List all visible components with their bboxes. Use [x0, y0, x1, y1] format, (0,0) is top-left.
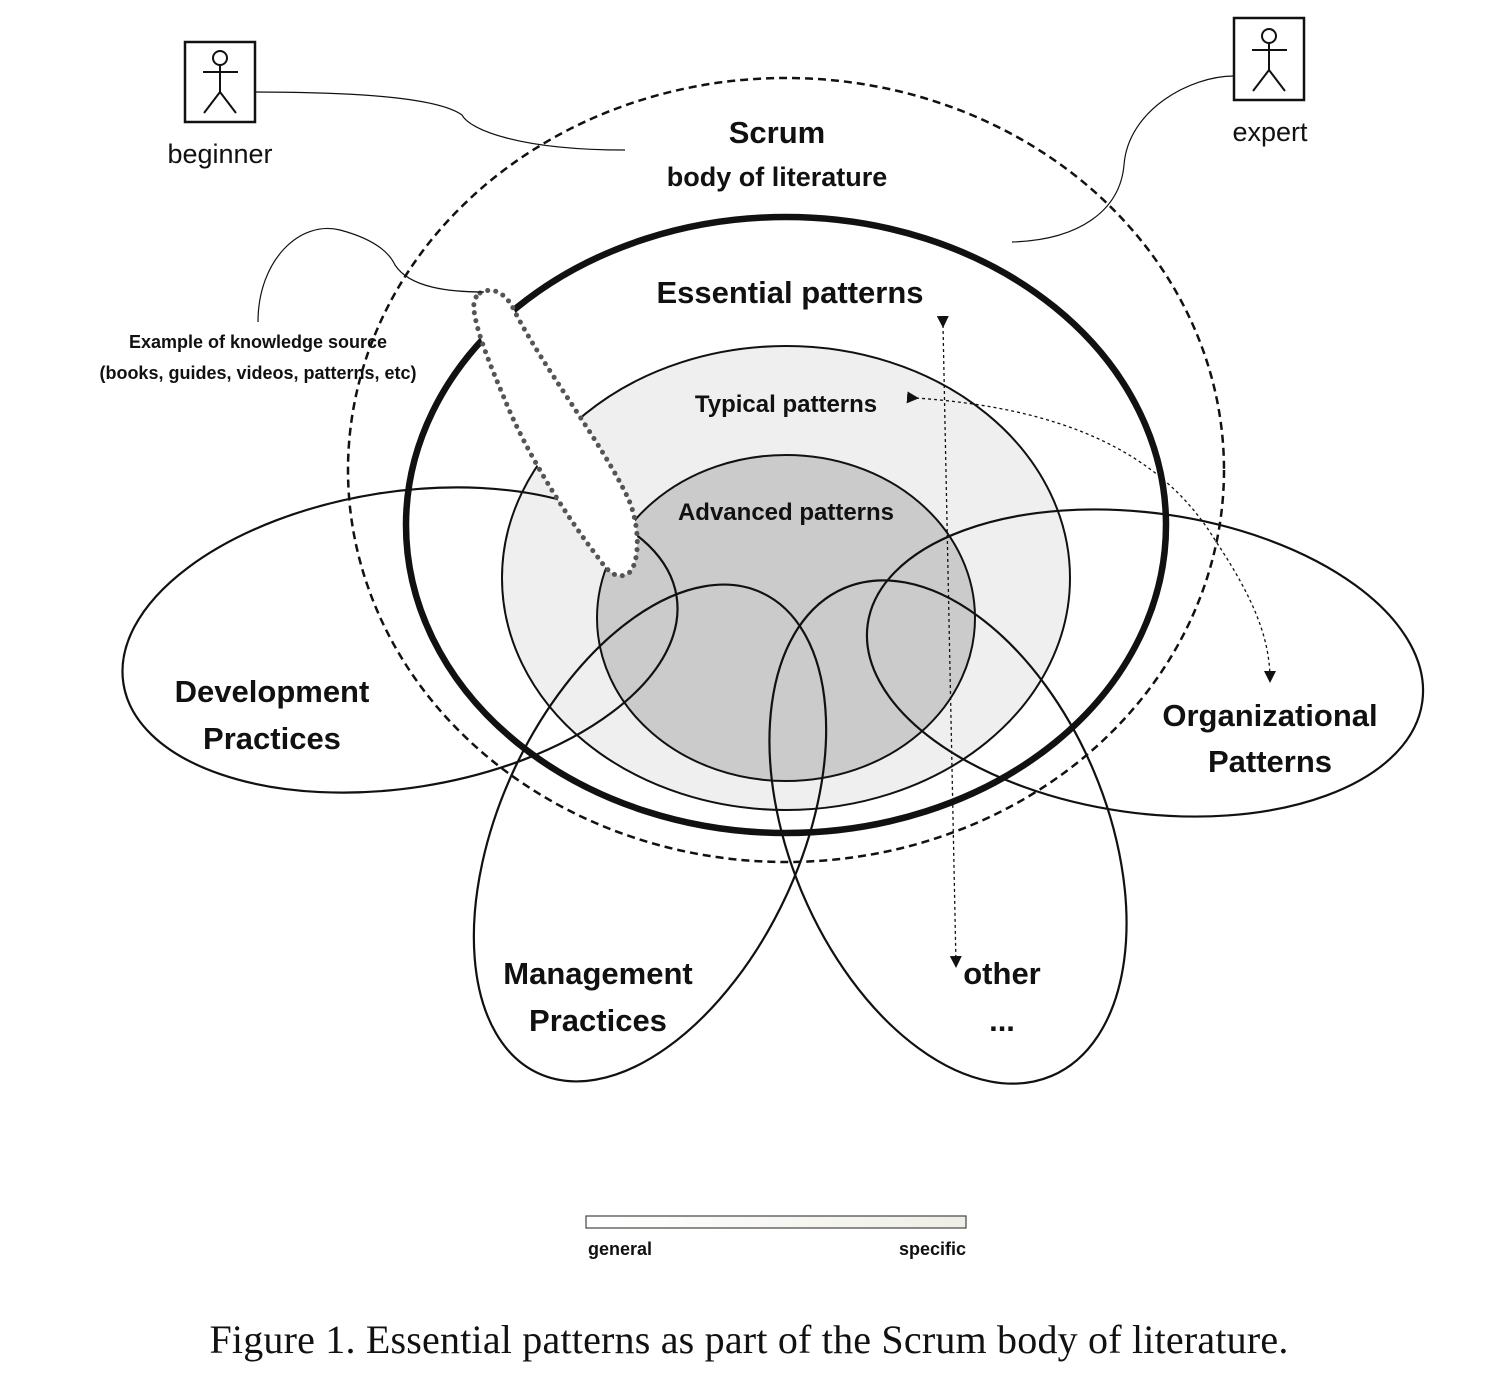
beginner-connector [237, 91, 626, 151]
beginner-stick-figure-icon [183, 40, 257, 124]
knowledge-source-label-line1: Example of knowledge source [129, 332, 387, 352]
management-label-line2: Practices [529, 1003, 667, 1038]
beginner-label: beginner [167, 139, 272, 169]
expert-connector [1011, 75, 1235, 243]
expert-label: expert [1232, 117, 1308, 147]
typical-patterns-label: Typical patterns [695, 391, 877, 418]
other-label-line2: ... [989, 1003, 1015, 1038]
other-ellipse [768, 579, 1128, 1085]
expert-stick-figure-icon [1232, 16, 1306, 102]
development-label-line1: Development [175, 674, 370, 709]
legend-specific-label: specific [899, 1239, 966, 1259]
advanced-patterns-label: Advanced patterns [678, 499, 894, 526]
gradient-legend-bar [585, 1215, 967, 1229]
essential-patterns-label: Essential patterns [656, 275, 923, 310]
legend-general-label: general [588, 1239, 652, 1259]
organizational-label-line2: Patterns [1208, 744, 1332, 779]
development-label-line2: Practices [203, 721, 341, 756]
management-practices-ellipse [472, 583, 828, 1083]
scrum-title: Scrum [729, 115, 825, 150]
management-label-line1: Management [503, 956, 692, 991]
knowledge-source-shape [471, 287, 640, 579]
knowledge-source-label-line2: (books, guides, videos, patterns, etc) [99, 363, 416, 383]
development-practices-ellipse [121, 486, 679, 794]
scrum-subtitle: body of literature [667, 162, 888, 192]
other-label-line1: other [963, 956, 1041, 991]
knowledge-source-connector [257, 227, 485, 323]
organizational-label-line1: Organizational [1162, 698, 1377, 733]
figure-caption: Figure 1. Essential patterns as part of … [209, 1317, 1289, 1362]
